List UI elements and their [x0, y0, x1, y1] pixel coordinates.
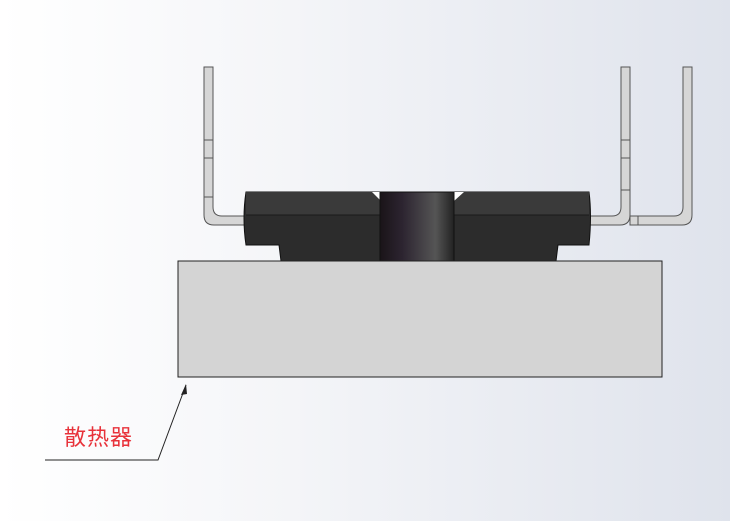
leader-arrow-icon — [181, 384, 187, 395]
leader-line — [45, 384, 187, 461]
chamfer-left — [372, 192, 380, 200]
right-lead-outer — [629, 66, 693, 226]
left-lead — [203, 66, 247, 226]
heatsink — [177, 260, 663, 378]
chamfer-right — [454, 192, 464, 201]
center-cylinder — [379, 191, 455, 262]
heatsink-label: 散热器 — [64, 426, 134, 451]
right-lead-inner — [587, 66, 631, 226]
